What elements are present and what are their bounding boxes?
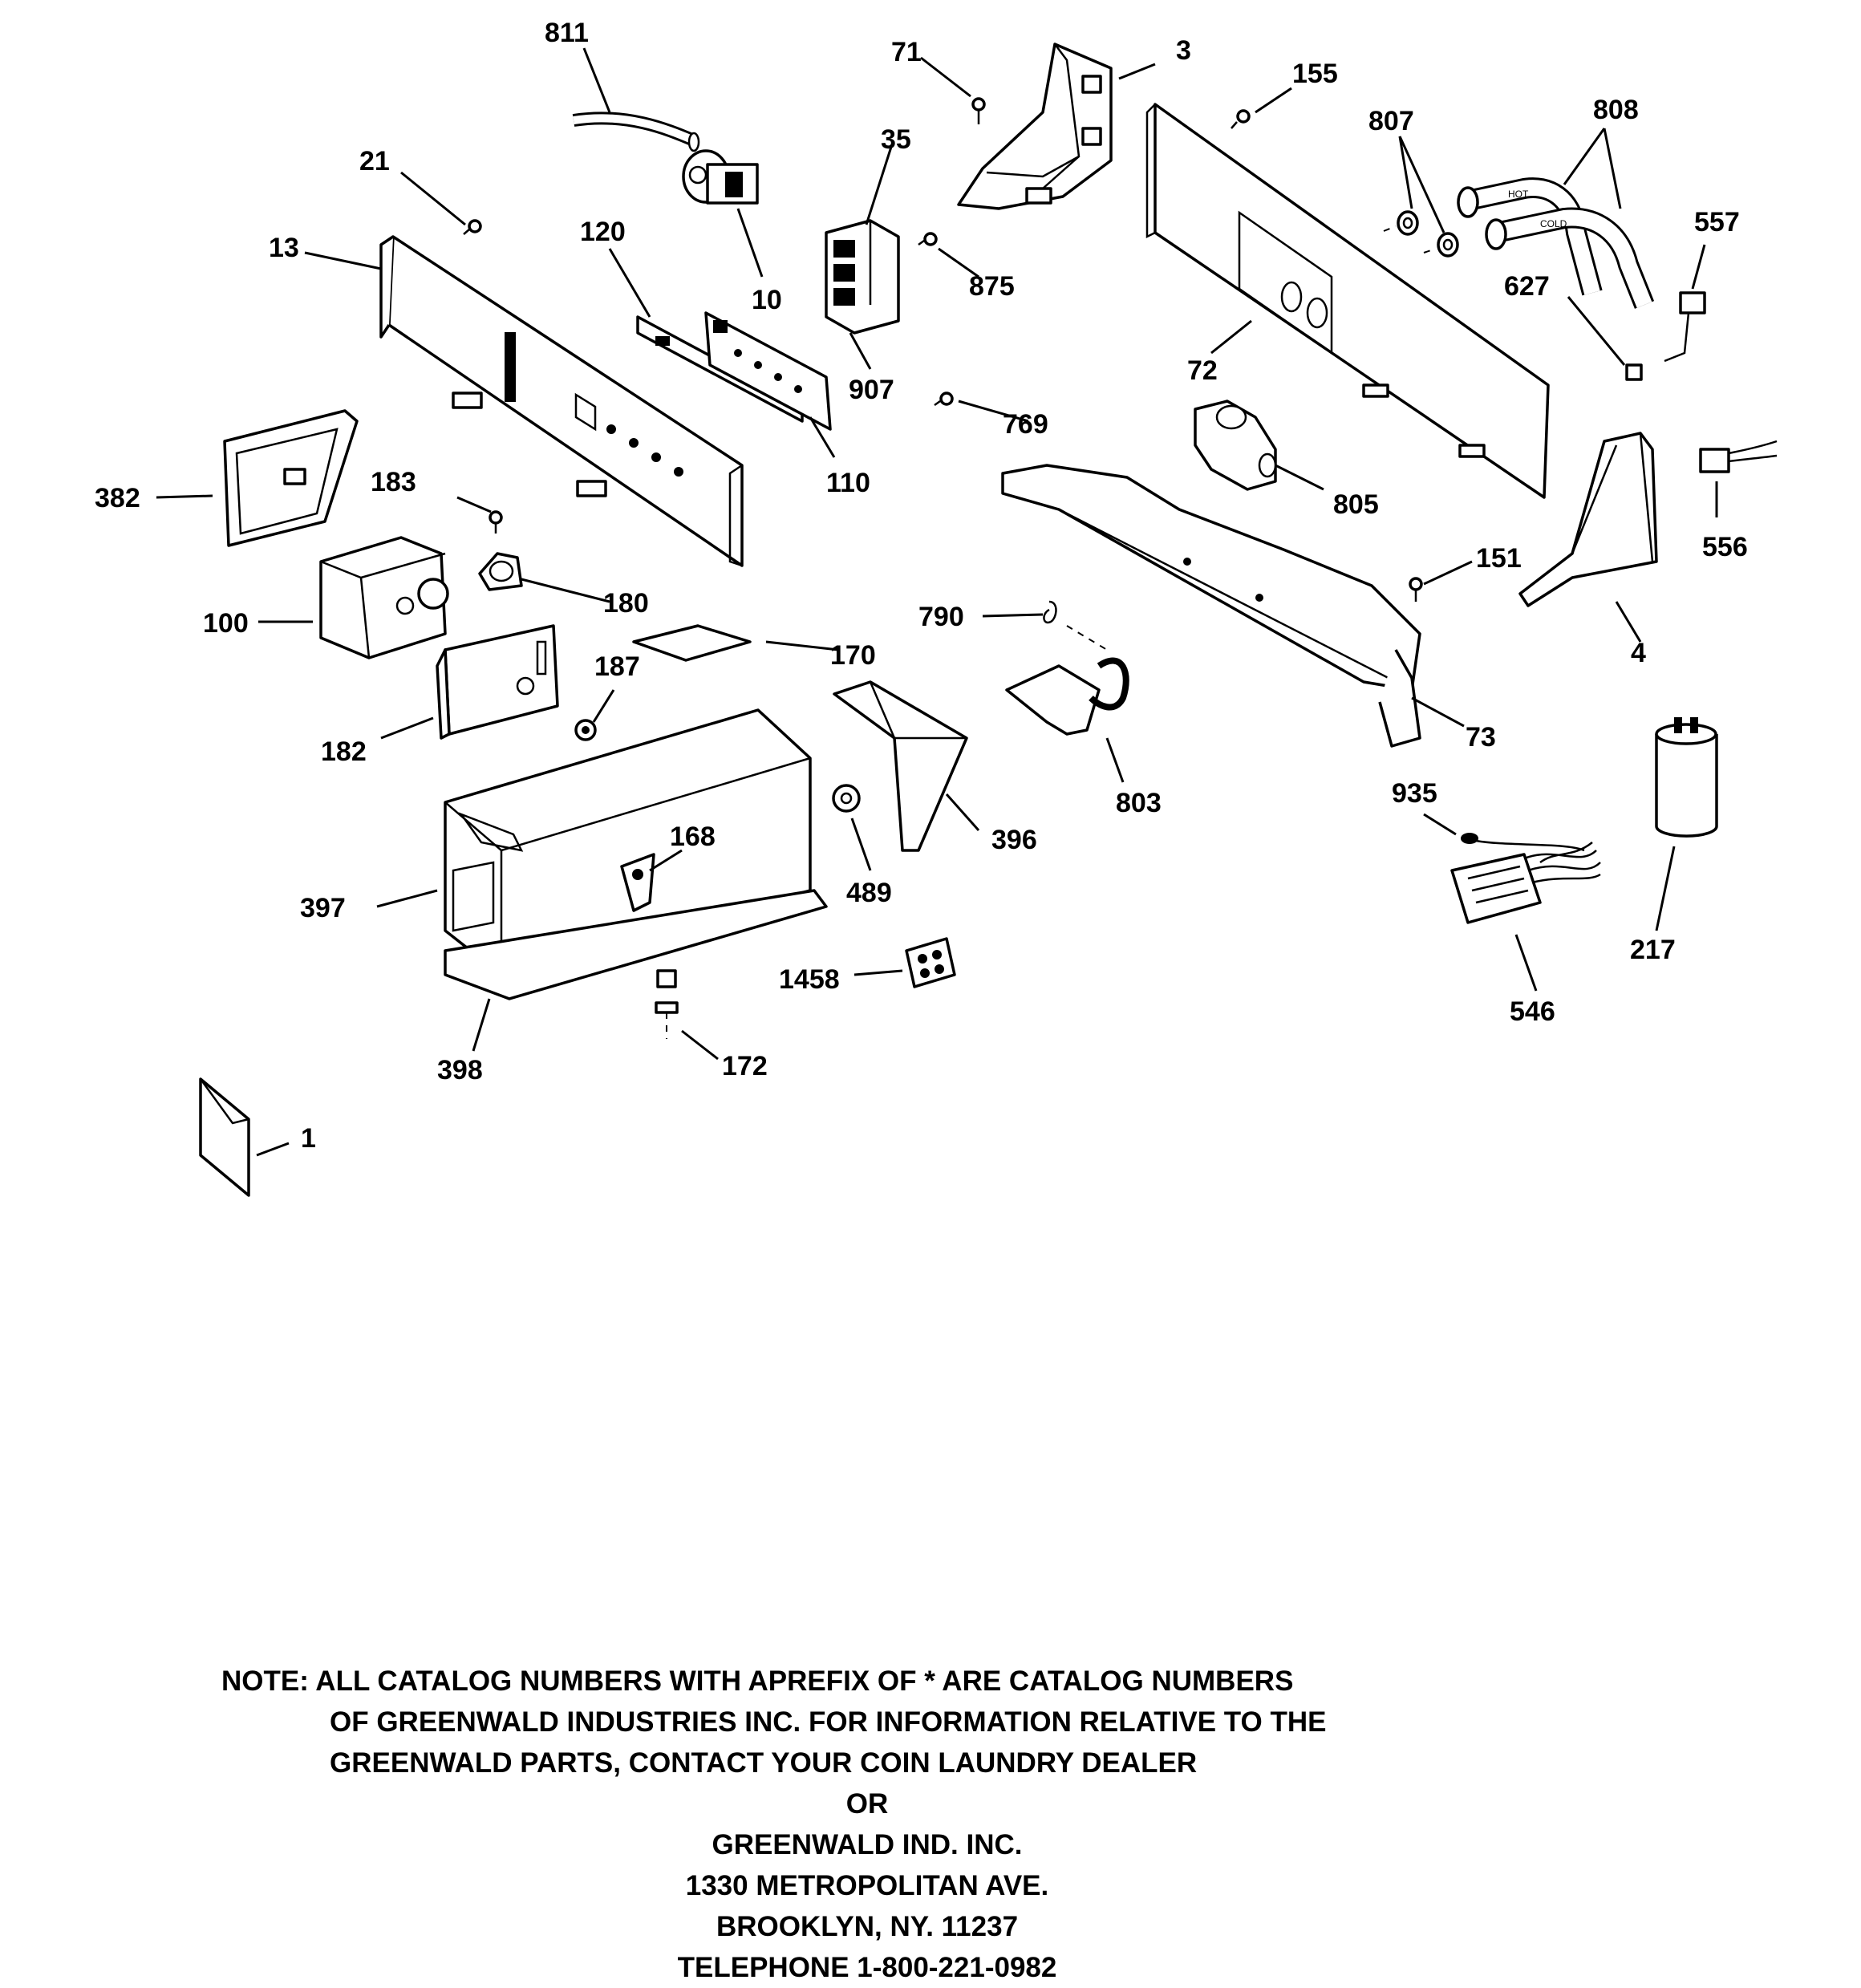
callout-73: 73 xyxy=(1466,722,1496,753)
callout-35: 35 xyxy=(881,124,911,155)
callout-21: 21 xyxy=(359,146,390,176)
part-805-water-valve xyxy=(1194,400,1277,491)
callout-907: 907 xyxy=(849,375,894,405)
callout-396: 396 xyxy=(991,825,1037,855)
callout-110: 110 xyxy=(826,468,870,498)
callout-489: 489 xyxy=(846,878,892,908)
screw-769 xyxy=(934,392,954,407)
note-line-3: GREENWALD PARTS, CONTACT YOUR COIN LAUND… xyxy=(330,1747,1198,1779)
part-546-harness xyxy=(1450,842,1601,924)
note-company: GREENWALD IND. INC. xyxy=(712,1829,1023,1860)
part-807-washers xyxy=(1383,210,1459,258)
callout-1: 1 xyxy=(301,1123,316,1154)
callout-10: 10 xyxy=(752,285,782,315)
part-182-bracket xyxy=(436,624,559,740)
note-line-2: OF GREENWALD INDUSTRIES INC. FOR INFORMA… xyxy=(330,1706,1327,1738)
screw-71 xyxy=(971,97,986,124)
screw-183 xyxy=(489,510,503,534)
part-557-switch xyxy=(1625,291,1706,381)
callout-556: 556 xyxy=(1702,532,1748,562)
note-line-4: OR xyxy=(845,1788,889,1820)
part-790-clip xyxy=(1043,600,1108,651)
note-city: BROOKLYN, NY. 11237 xyxy=(716,1911,1019,1942)
part-489-connector xyxy=(832,784,861,813)
callout-790: 790 xyxy=(918,602,964,632)
callout-805: 805 xyxy=(1333,489,1379,520)
callout-183: 183 xyxy=(371,467,416,497)
note-street: 1330 METROPOLITAN AVE. xyxy=(685,1870,1049,1901)
callout-187: 187 xyxy=(594,651,640,682)
callout-935: 935 xyxy=(1392,778,1437,809)
part-187-fastener xyxy=(574,719,597,741)
callout-155: 155 xyxy=(1292,59,1338,89)
callout-180: 180 xyxy=(603,588,649,619)
part-180-knob xyxy=(478,552,523,591)
part-1-literature xyxy=(199,1077,250,1197)
callout-4: 4 xyxy=(1631,638,1646,668)
callout-803: 803 xyxy=(1116,788,1162,818)
screw-875 xyxy=(918,232,938,246)
callout-182: 182 xyxy=(321,736,367,767)
part-35-switch-block xyxy=(825,219,900,335)
callout-151: 151 xyxy=(1476,543,1522,574)
part-217-capacitor xyxy=(1655,717,1718,838)
hose-label-hot: HOT xyxy=(1508,189,1529,200)
note-line-1: NOTE: ALL CATALOG NUMBERS WITH APREFIX O… xyxy=(221,1665,1294,1697)
hose-label-cold: COLD xyxy=(1540,218,1567,229)
callout-172: 172 xyxy=(722,1051,768,1081)
leader-lines xyxy=(156,47,1718,1157)
part-398-base-plate xyxy=(444,889,828,1000)
note-telephone: TELEPHONE 1-800-221-0982 xyxy=(677,1952,1057,1983)
callout-168: 168 xyxy=(670,822,716,852)
callout-170: 170 xyxy=(830,640,876,671)
callout-398: 398 xyxy=(437,1055,483,1085)
part-4-end-cap xyxy=(1518,432,1658,607)
callout-397: 397 xyxy=(300,893,346,923)
callout-labels: 811 71 3 155 807 808 21 35 120 13 10 875… xyxy=(95,18,1748,1154)
callout-808: 808 xyxy=(1593,95,1639,125)
callout-13: 13 xyxy=(269,233,299,263)
callout-120: 120 xyxy=(580,217,626,247)
callout-627: 627 xyxy=(1504,271,1550,302)
part-73-trough xyxy=(1001,464,1421,748)
callout-3: 3 xyxy=(1176,35,1191,66)
part-10-pressure-switch xyxy=(682,149,759,205)
catalog-note: NOTE: ALL CATALOG NUMBERS WITH APREFIX O… xyxy=(221,1661,1745,1988)
part-556-connector xyxy=(1699,440,1778,473)
part-172-foot xyxy=(655,969,679,1039)
callout-807: 807 xyxy=(1368,106,1414,136)
part-811-hose xyxy=(572,112,700,152)
callout-811: 811 xyxy=(545,18,589,48)
part-3-end-cap xyxy=(957,43,1113,210)
callout-217: 217 xyxy=(1630,935,1676,965)
part-935-wire xyxy=(1461,833,1585,852)
callout-557: 557 xyxy=(1694,207,1740,237)
part-803-hose-assembly xyxy=(1005,657,1129,736)
part-170-sheet xyxy=(632,624,752,662)
screw-21 xyxy=(463,219,482,235)
callout-546: 546 xyxy=(1510,996,1555,1027)
callout-72: 72 xyxy=(1187,355,1218,386)
part-1458-connector xyxy=(905,937,956,988)
screw-155 xyxy=(1231,109,1251,129)
callout-1458: 1458 xyxy=(779,964,840,995)
callout-100: 100 xyxy=(203,608,249,639)
screw-151 xyxy=(1409,577,1423,602)
part-808-hoses: HOT COLD xyxy=(1457,177,1655,309)
part-382-bracket xyxy=(223,409,359,547)
part-100-timer xyxy=(319,536,449,659)
part-396-bracket xyxy=(833,680,968,852)
callout-769: 769 xyxy=(1003,409,1048,440)
part-13-control-panel xyxy=(379,235,744,567)
part-72-back-panel xyxy=(1145,103,1550,499)
callout-71: 71 xyxy=(891,37,922,67)
callout-382: 382 xyxy=(95,483,140,513)
part-110-board xyxy=(704,311,832,431)
callout-875: 875 xyxy=(969,271,1015,302)
